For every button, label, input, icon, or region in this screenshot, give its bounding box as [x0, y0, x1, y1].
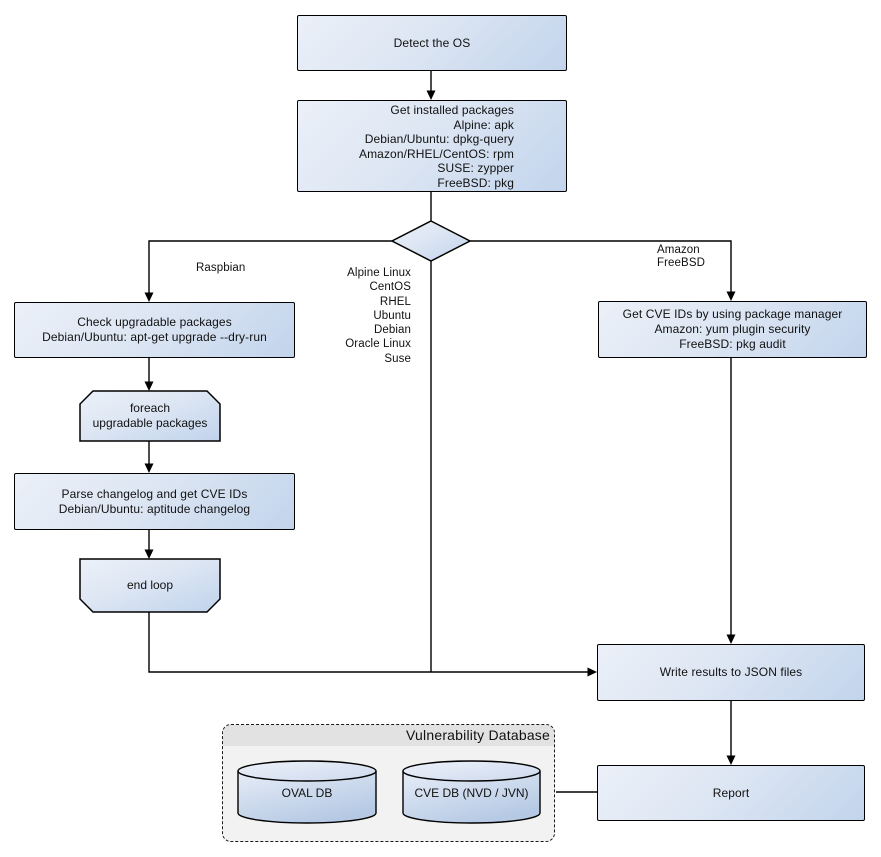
node-parse-changelog: Parse changelog and get CVE IDs Debian/U…: [14, 473, 295, 530]
vulnerability-database-title: Vulnerability Database: [223, 725, 554, 746]
oval-db-label: OVAL DB: [281, 786, 333, 800]
vulnerability-database-container: Vulnerability Database: [222, 724, 555, 842]
arrowhead-parse: [144, 463, 154, 473]
arrowhead-foreach: [144, 381, 154, 391]
node-get-cve-ids: Get CVE IDs by using package manager Ama…: [598, 301, 867, 358]
arrowhead-write-left: [587, 667, 597, 677]
os-decision-diamond: [390, 220, 472, 262]
node-detect-os: Detect the OS: [297, 15, 567, 71]
node-report: Report: [597, 765, 865, 821]
arrowhead-check: [144, 292, 154, 302]
cve-db-label: CVE DB (NVD / JVN): [414, 786, 529, 800]
end-loop-label: end loop: [126, 578, 174, 592]
arrowhead-endloop: [144, 549, 154, 559]
node-get-installed-packages: Get installed packages Alpine: apk Debia…: [297, 100, 567, 192]
branch-label-raspbian: Raspbian: [196, 262, 246, 274]
branch-label-amazon-freebsd: Amazon FreeBSD: [657, 244, 705, 270]
node-write-results-json: Write results to JSON files: [597, 644, 865, 701]
foreach-loop-label: foreach upgradable packages: [92, 401, 208, 430]
branch-label-os-list: Alpine Linux CentOS RHEL Ubuntu Debian O…: [345, 267, 411, 365]
arrowhead-report: [726, 755, 736, 765]
arrowhead-write-top: [726, 634, 736, 644]
edge-endloop-to-write: [148, 612, 588, 673]
arrowhead-packages: [426, 90, 436, 100]
arrowhead-getcve: [726, 291, 736, 301]
node-check-upgradable-packages: Check upgradable packages Debian/Ubuntu:…: [14, 302, 295, 358]
